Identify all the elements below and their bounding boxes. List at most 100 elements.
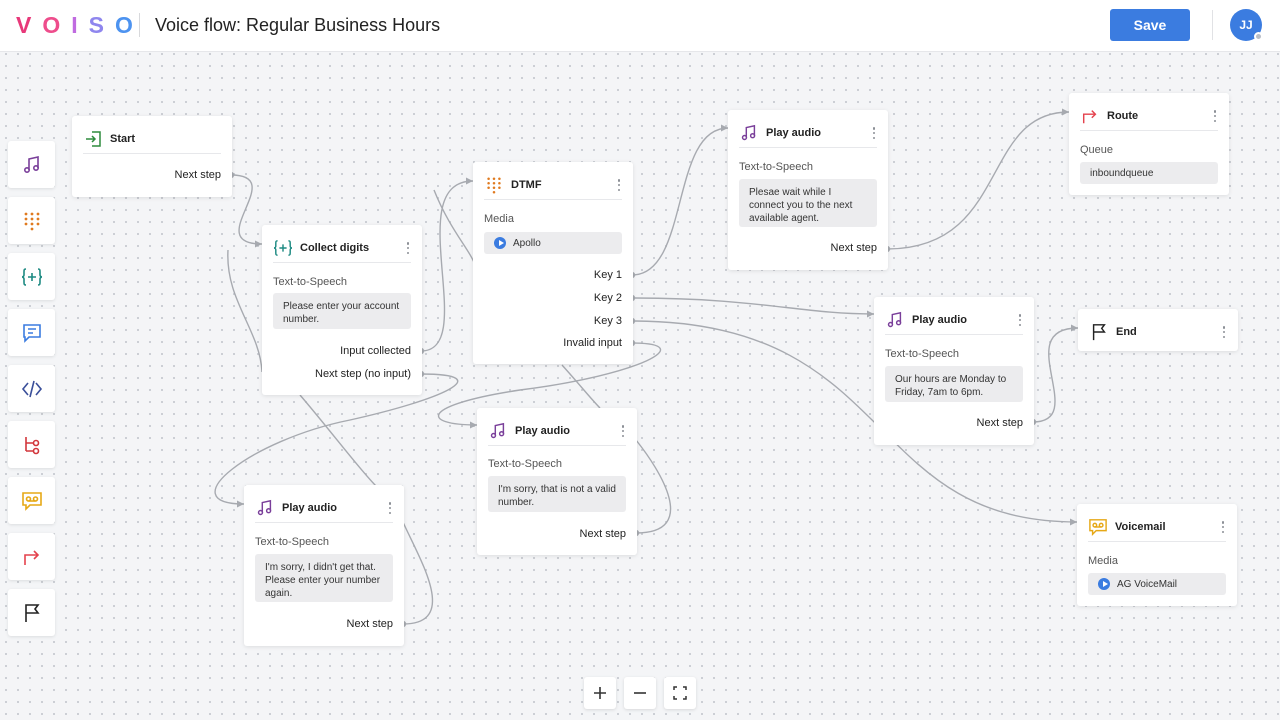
logo-letter: O bbox=[42, 12, 62, 38]
palette-branch[interactable] bbox=[8, 421, 55, 468]
fit-screen-button[interactable] bbox=[664, 677, 696, 709]
play-audio-invalid-node[interactable]: Play audio Text-to-Speech I'm sorry, tha… bbox=[477, 408, 637, 555]
edge-start-collect bbox=[230, 174, 263, 245]
user-divider bbox=[1212, 10, 1213, 40]
port-key-3[interactable]: Key 3 bbox=[593, 315, 622, 327]
more-options-icon[interactable] bbox=[1014, 312, 1026, 328]
more-options-icon[interactable] bbox=[868, 125, 880, 141]
music-note-icon bbox=[255, 498, 275, 518]
more-options-icon[interactable] bbox=[617, 423, 629, 439]
more-options-icon[interactable] bbox=[402, 240, 414, 256]
palette-route[interactable] bbox=[8, 533, 55, 580]
media-selector[interactable]: Apollo bbox=[484, 232, 622, 254]
dtmf-node[interactable]: DTMF Media Apollo Key 1 Key 2 Key 3 Inva… bbox=[473, 162, 633, 364]
play-audio-noinput-node[interactable]: Play audio Text-to-Speech I'm sorry, I d… bbox=[244, 485, 404, 646]
music-note-icon bbox=[488, 421, 508, 441]
port-invalid-input[interactable]: Invalid input bbox=[563, 337, 622, 349]
save-button[interactable]: Save bbox=[1110, 9, 1190, 41]
music-note-icon bbox=[23, 155, 39, 173]
palette-end[interactable] bbox=[8, 589, 55, 636]
node-field-label: Media bbox=[484, 213, 514, 225]
node-field-label: Queue bbox=[1080, 144, 1114, 156]
port-next-step[interactable]: Next step bbox=[346, 618, 393, 630]
play-audio-wait-node[interactable]: Play audio Text-to-Speech Plesae wait wh… bbox=[728, 110, 888, 270]
port-input-collected[interactable]: Input collected bbox=[340, 345, 411, 357]
keypad-icon bbox=[484, 175, 504, 195]
node-title: End bbox=[1116, 326, 1137, 338]
tts-text[interactable]: Our hours are Monday to Friday, 7am to 6… bbox=[885, 366, 1023, 402]
port-no-input[interactable]: Next step (no input) bbox=[315, 368, 411, 380]
node-title: Voicemail bbox=[1115, 520, 1166, 533]
node-title: Route bbox=[1107, 109, 1139, 122]
node-title: Play audio bbox=[282, 501, 338, 514]
media-selector[interactable]: AG VoiceMail bbox=[1088, 573, 1226, 595]
tts-text[interactable]: I'm sorry, that is not a valid number. bbox=[488, 476, 626, 512]
voicemail-icon bbox=[1088, 517, 1108, 537]
end-node[interactable]: End bbox=[1078, 309, 1238, 351]
port-key-1[interactable]: Key 1 bbox=[593, 269, 622, 281]
play-icon bbox=[494, 237, 506, 249]
queue-selector[interactable]: inboundqueue bbox=[1080, 162, 1218, 184]
page-title: Voice flow: Regular Business Hours bbox=[155, 15, 441, 35]
tts-text[interactable]: I'm sorry, I didn't get that. Please ent… bbox=[255, 554, 393, 602]
port-next-step[interactable]: Next step bbox=[976, 417, 1023, 429]
palette-code[interactable] bbox=[8, 365, 55, 412]
node-header: Start bbox=[83, 124, 221, 154]
avatar[interactable]: JJ bbox=[1230, 9, 1262, 41]
palette-dtmf[interactable] bbox=[8, 197, 55, 244]
code-icon bbox=[21, 380, 42, 397]
logo-letter: O bbox=[114, 12, 134, 38]
zoom-in-button[interactable] bbox=[584, 677, 616, 709]
node-field-label: Text-to-Speech bbox=[885, 348, 959, 360]
palette-collect-digits[interactable] bbox=[8, 253, 55, 300]
node-header: Play audio bbox=[885, 305, 1023, 335]
node-field-label: Text-to-Speech bbox=[488, 458, 562, 470]
node-field-label: Text-to-Speech bbox=[273, 276, 347, 288]
tts-text[interactable]: Plesae wait while I connect you to the n… bbox=[739, 179, 877, 227]
plus-icon bbox=[594, 687, 606, 699]
palette-message[interactable] bbox=[8, 309, 55, 356]
port-next-step[interactable]: Next step bbox=[579, 528, 626, 540]
node-field-label: Text-to-Speech bbox=[255, 536, 329, 548]
media-name: AG VoiceMail bbox=[1117, 578, 1178, 590]
more-options-icon[interactable] bbox=[384, 500, 396, 516]
enter-icon bbox=[83, 129, 103, 149]
node-title: Play audio bbox=[515, 424, 571, 437]
port-next-step[interactable]: Next step bbox=[830, 242, 877, 254]
more-options-icon[interactable] bbox=[1217, 519, 1229, 535]
edge-bg-1 bbox=[299, 394, 377, 487]
flag-icon bbox=[1089, 322, 1109, 342]
node-header: Voicemail bbox=[1088, 512, 1226, 542]
edge-under-dtmf bbox=[433, 189, 476, 266]
palette-voicemail[interactable] bbox=[8, 477, 55, 524]
message-icon bbox=[22, 323, 41, 343]
logo-letter: V bbox=[16, 12, 33, 38]
fit-screen-icon bbox=[673, 686, 687, 700]
node-title: Collect digits bbox=[300, 241, 370, 254]
edge-noinput-back bbox=[401, 519, 434, 625]
tts-text[interactable]: Please enter your account number. bbox=[273, 293, 411, 329]
node-title: Play audio bbox=[912, 313, 968, 326]
more-options-icon[interactable] bbox=[1218, 324, 1230, 340]
edge-dtmf-key1 bbox=[631, 127, 729, 276]
route-node[interactable]: Route Queue inboundqueue bbox=[1069, 93, 1229, 195]
zoom-out-button[interactable] bbox=[624, 677, 656, 709]
start-node[interactable]: Start Next step bbox=[72, 116, 232, 197]
title-divider bbox=[139, 13, 140, 37]
voicemail-node[interactable]: Voicemail Media AG VoiceMail bbox=[1077, 504, 1237, 606]
more-options-icon[interactable] bbox=[1209, 108, 1221, 124]
braces-plus-icon bbox=[273, 238, 293, 258]
branch-icon bbox=[24, 436, 39, 454]
node-header: Route bbox=[1080, 101, 1218, 131]
play-audio-hours-node[interactable]: Play audio Text-to-Speech Our hours are … bbox=[874, 297, 1034, 445]
route-arrow-icon bbox=[23, 549, 39, 565]
collect-digits-node[interactable]: Collect digits Text-to-Speech Please ent… bbox=[262, 225, 422, 395]
music-note-icon bbox=[739, 123, 759, 143]
palette-play-audio[interactable] bbox=[8, 141, 55, 188]
port-key-2[interactable]: Key 2 bbox=[593, 292, 622, 304]
more-options-icon[interactable] bbox=[613, 177, 625, 193]
voiso-logo[interactable]: V O I S O bbox=[16, 12, 134, 38]
media-name: Apollo bbox=[513, 237, 541, 249]
node-header: DTMF bbox=[484, 170, 622, 200]
port-next-step[interactable]: Next step bbox=[174, 169, 221, 181]
